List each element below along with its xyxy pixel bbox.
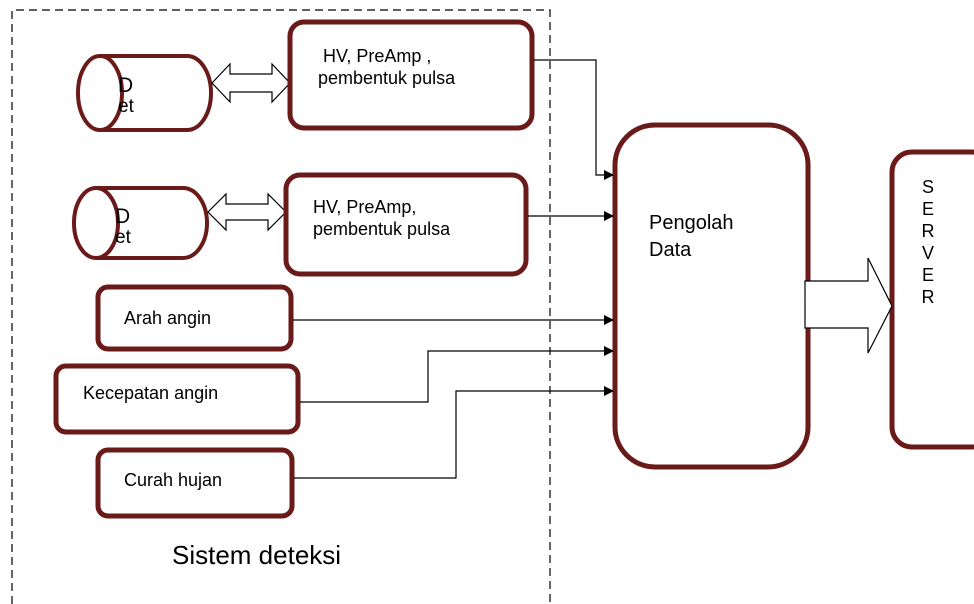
connector-curah	[294, 386, 614, 479]
data-processor-line1: Pengolah	[649, 212, 734, 234]
detector-2-label-line1: D	[115, 206, 131, 228]
double-arrow-1	[211, 62, 291, 104]
detector-2-label-line2: et	[115, 227, 131, 247]
processor-box-2	[283, 172, 529, 277]
server-box	[889, 149, 974, 450]
data-processor-label: Pengolah Data	[649, 210, 734, 264]
detector-1-label-line2: et	[118, 96, 134, 117]
processor-1-line1: HV, PreAmp ,	[323, 46, 432, 66]
detector-1-cylinder	[76, 54, 213, 132]
sensor-kecepatan-label: Kecepatan angin	[83, 383, 219, 403]
sensor-curah-label: Curah hujan	[124, 470, 223, 490]
server-letter: V	[921, 243, 934, 263]
server-letter: R	[921, 221, 935, 241]
server-letter: S	[921, 177, 934, 197]
server-letter: E	[921, 199, 934, 219]
sensor-box-kecepatan	[53, 363, 301, 435]
detector-1-label: D et	[118, 75, 158, 117]
server-label: S E R V E R	[918, 176, 938, 308]
block-arrow-to-server	[804, 257, 893, 354]
sensor-box-arah	[95, 284, 294, 352]
server-letter: E	[921, 265, 934, 285]
server-letter: R	[921, 287, 935, 307]
detector-1-label-line1: D	[118, 75, 134, 97]
detector-2-label: D et	[115, 206, 155, 247]
connector-processor-1	[534, 59, 614, 180]
processor-2-label: HV, PreAmp, pembentuk pulsa	[313, 196, 450, 240]
data-processor-box	[612, 122, 811, 470]
processor-2-line2: pembentuk pulsa	[313, 219, 451, 239]
processor-1-line2: pembentuk pulsa	[318, 68, 456, 88]
detection-system-boundary	[11, 9, 551, 604]
data-processor-line2: Data	[649, 239, 692, 261]
detection-system-caption: Sistem deteksi	[172, 540, 342, 570]
processor-1-label: HV, PreAmp , pembentuk pulsa	[318, 45, 455, 89]
connector-kecepatan	[300, 346, 614, 403]
processor-box-1	[287, 19, 535, 131]
processor-2-line1: HV, PreAmp,	[313, 197, 417, 217]
detector-2-cylinder	[72, 186, 209, 260]
sensor-arah-label: Arah angin	[124, 308, 212, 328]
double-arrow-2	[207, 192, 287, 232]
sensor-box-curah	[95, 447, 295, 519]
